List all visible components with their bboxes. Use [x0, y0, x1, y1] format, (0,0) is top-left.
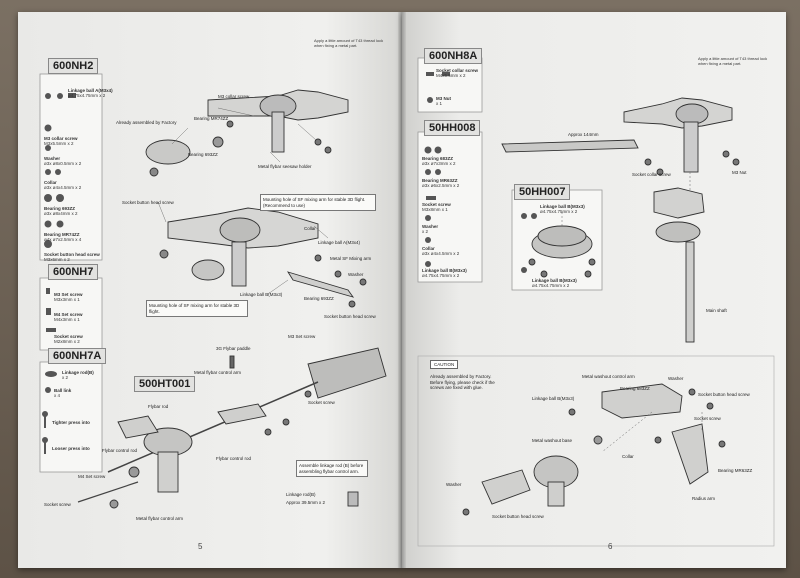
annotation: Linkage ball B(M3x3) — [532, 396, 575, 401]
annotation: Metal SF Mixing arm — [330, 256, 372, 261]
section-label-600nh7a: 600NH7A — [48, 348, 107, 364]
annotation: Bearing MR74ZZ — [194, 116, 229, 121]
part-label: Linkage ball B(M3x3)ø4.75x4.75mm x 2 — [422, 268, 467, 278]
threadlock-note: Apply a little amount of T43 thread lock… — [314, 38, 384, 48]
annotation: Metal flybar seesaw holder — [258, 164, 312, 169]
callout-box: Mounting hole of SF mixing arm for stabl… — [146, 300, 248, 317]
annotation: Washer — [668, 376, 684, 381]
annotation: Socket screw — [44, 502, 71, 507]
annotation: M4 Set screw — [78, 474, 106, 479]
page-number: 6 — [608, 542, 613, 551]
section-label-50hh008: 50HH008 — [424, 120, 481, 136]
part-label: Linkage ball A(M3x4)ø4.75x4.75mm x 2 — [68, 88, 113, 98]
annotation: Metal washout control arm — [582, 374, 635, 379]
callout-box: Assemble linkage rod (B) before assembli… — [296, 460, 368, 477]
annotation: Washer — [446, 482, 462, 487]
right-page-drawings — [417, 57, 775, 547]
annotation: M3 collar screw — [218, 94, 250, 99]
part-label: Tighter press into — [52, 420, 90, 425]
annotation: Linkage ball B(M3x3) — [240, 292, 283, 297]
annotation: Linkage ball A(M3x4) — [318, 240, 361, 245]
annotation: Already assembled by Factory — [116, 120, 177, 125]
part-label: Linkage ball B(M3x3)ø4.75x4.75mm x 2 — [540, 204, 585, 214]
annotation: Collar — [304, 226, 316, 231]
caution-badge: CAUTION — [430, 360, 459, 369]
annotation: Bearing 693ZZ — [304, 296, 334, 301]
annotation: Approx 39.5mm x 2 — [286, 500, 326, 505]
annotation: Socket button head screw — [698, 392, 750, 397]
section-label-50hh007: 50HH007 — [514, 184, 571, 200]
open-manual: 600NH2 600NH7 600NH7A 500HT001 Apply a l… — [18, 12, 786, 572]
right-page: 600NH8A 50HH008 50HH007 Apply a little a… — [402, 12, 786, 568]
part-label: Looser press into — [52, 446, 90, 451]
annotation: Flybar control rod — [102, 448, 138, 453]
section-label-600nh2: 600NH2 — [48, 58, 99, 74]
book-gutter — [398, 12, 406, 568]
annotation: Socket button head screw — [122, 200, 174, 205]
annotation: Flybar control rod — [216, 456, 252, 461]
page-number: 5 — [198, 542, 203, 551]
annotation: M3 Set screw — [288, 334, 316, 339]
annotation: Radius arm — [692, 496, 716, 501]
annotation: 3G Flybar paddle — [216, 346, 251, 351]
annotation: Washer — [348, 272, 364, 277]
part-label: Linkage ball B(M3x3)ø4.75x4.75mm x 2 — [532, 278, 577, 288]
annotation: Main shaft — [706, 308, 727, 313]
section-label-500ht001: 500HT001 — [134, 376, 196, 392]
annotation: Flybar rod — [148, 404, 169, 409]
annotation: Socket button head screw — [324, 314, 376, 319]
annotation: Linkage rod(B) — [286, 492, 316, 497]
part-label: Linkage rod(B)x 2 — [62, 370, 94, 380]
annotation: Socket screw — [694, 416, 721, 421]
annotation: Socket screw — [308, 400, 335, 405]
threadlock-note: Apply a little amount of T43 thread lock… — [698, 56, 768, 66]
annotation: Collar — [622, 454, 634, 459]
left-page-drawings — [39, 73, 387, 509]
callout-box: Mounting hole of SF mixing arm for stabl… — [260, 194, 376, 211]
annotation: Metal flybar control arm — [194, 370, 242, 375]
section-label-600nh7: 600NH7 — [48, 264, 99, 280]
annotation: Bearing 683ZZ — [620, 386, 650, 391]
annotation: Socket collar screw — [632, 172, 671, 177]
annotation: Bearing MR63ZZ — [718, 468, 753, 473]
left-page: 600NH2 600NH7 600NH7A 500HT001 Apply a l… — [18, 12, 402, 568]
section-label-600nh8a: 600NH8A — [424, 48, 483, 64]
annotation: Approx 144mm — [568, 132, 599, 137]
annotation: M3 Nut — [732, 170, 747, 175]
annotation: Metal washout base — [532, 438, 573, 443]
annotation: Bearing 693ZZ — [188, 152, 218, 157]
annotation: Socket button head screw — [492, 514, 544, 519]
annotation: Metal flybar control arm — [136, 516, 184, 521]
caution-text: Already assembled by Factory. Before fly… — [430, 374, 495, 390]
